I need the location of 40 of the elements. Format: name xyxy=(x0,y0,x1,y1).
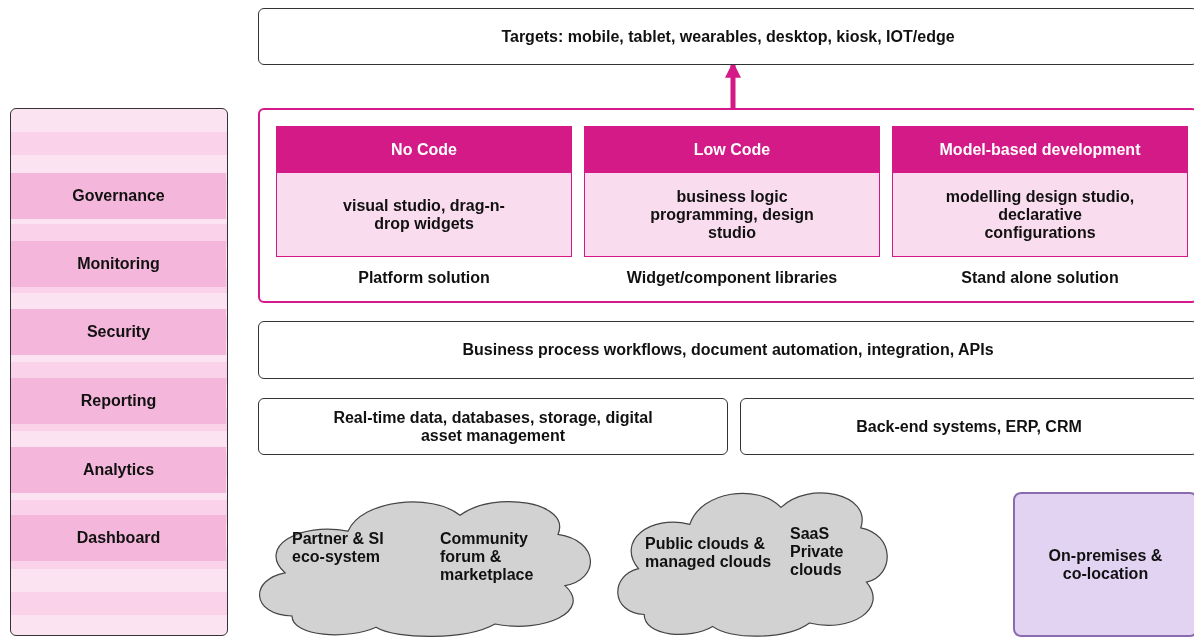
cloud-text: Partner & SI eco-system xyxy=(292,530,385,566)
layer-box xyxy=(258,8,1194,65)
card-header: No Code xyxy=(277,127,571,173)
layer-box xyxy=(258,321,1194,379)
cloud-text: Community forum & marketplace xyxy=(440,530,535,584)
layer-text: Security xyxy=(85,323,152,341)
layer-text: Targets: mobile, tablet, wearables, desktop, kiosk, IOT/edge xyxy=(500,27,956,46)
layer-text: Analytics xyxy=(81,461,156,479)
group-box xyxy=(258,108,1194,303)
caption-text: Widget/component libraries xyxy=(625,269,839,287)
cloud-text: SaaS Private clouds xyxy=(790,525,845,579)
side-band xyxy=(11,173,226,219)
layer-text: Governance xyxy=(71,187,166,205)
deployment-box xyxy=(1013,492,1194,637)
layer-box xyxy=(258,398,728,455)
side-panel xyxy=(10,108,228,636)
side-band xyxy=(11,447,226,493)
category-card xyxy=(892,126,1188,257)
card-body-text: business logic programming, design studio xyxy=(649,186,815,243)
layer-box xyxy=(740,398,1194,455)
card-header: Low Code xyxy=(585,127,879,173)
card-header: Model-based development xyxy=(893,127,1187,173)
layer-text: Monitoring xyxy=(76,255,161,273)
category-card xyxy=(584,126,880,257)
category-card xyxy=(276,126,572,257)
caption-text: Platform solution xyxy=(357,269,491,287)
layer-text: Business process workflows, document automation, integration, APIs xyxy=(461,341,995,359)
cloud-text: Public clouds & managed clouds xyxy=(645,535,773,571)
card-body-text: modelling design studio, declarative configurations xyxy=(944,186,1136,243)
layer-text: Back-end systems, ERP, CRM xyxy=(855,417,1083,436)
layer-text: On-premises & co-location xyxy=(1047,546,1164,583)
layer-text: Reporting xyxy=(79,392,158,410)
side-band xyxy=(11,378,226,424)
caption-text: Stand alone solution xyxy=(960,269,1120,287)
layer-text: Dashboard xyxy=(75,529,162,547)
side-band xyxy=(11,309,226,355)
layer-text: Real-time data, databases, storage, digital asset management xyxy=(332,408,654,445)
side-band xyxy=(11,241,226,287)
card-body-text: visual studio, drag-n-drop widgets xyxy=(342,195,506,234)
side-band xyxy=(11,515,226,561)
